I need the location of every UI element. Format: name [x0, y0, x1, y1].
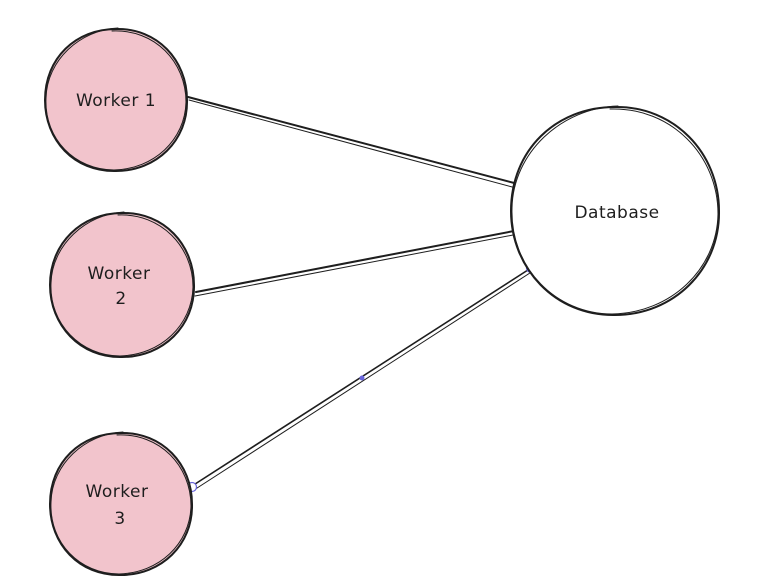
node-worker-2[interactable]: Worker 2 [49, 211, 196, 359]
node-shape [50, 213, 194, 357]
edge-worker2-database[interactable] [194, 230, 515, 297]
node-label-line-2: 3 [114, 509, 125, 529]
node-label: Worker 1 [76, 91, 156, 111]
node-label-line-1: Worker [88, 264, 151, 284]
node-label-line-1: Worker [86, 482, 149, 502]
node-database[interactable]: Database [510, 105, 721, 317]
node-label: Database [574, 203, 659, 223]
node-worker-3[interactable]: Worker 3 [49, 431, 194, 577]
node-shape [45, 29, 187, 171]
node-label-line-2: 2 [115, 289, 126, 309]
edge-midpoint-handle[interactable] [359, 375, 365, 381]
edge-worker1-database[interactable] [187, 96, 519, 189]
edge-worker3-database[interactable] [186, 262, 537, 493]
node-worker-1[interactable]: Worker 1 [44, 27, 189, 173]
node-shape [50, 433, 192, 575]
node-shape [511, 107, 719, 315]
